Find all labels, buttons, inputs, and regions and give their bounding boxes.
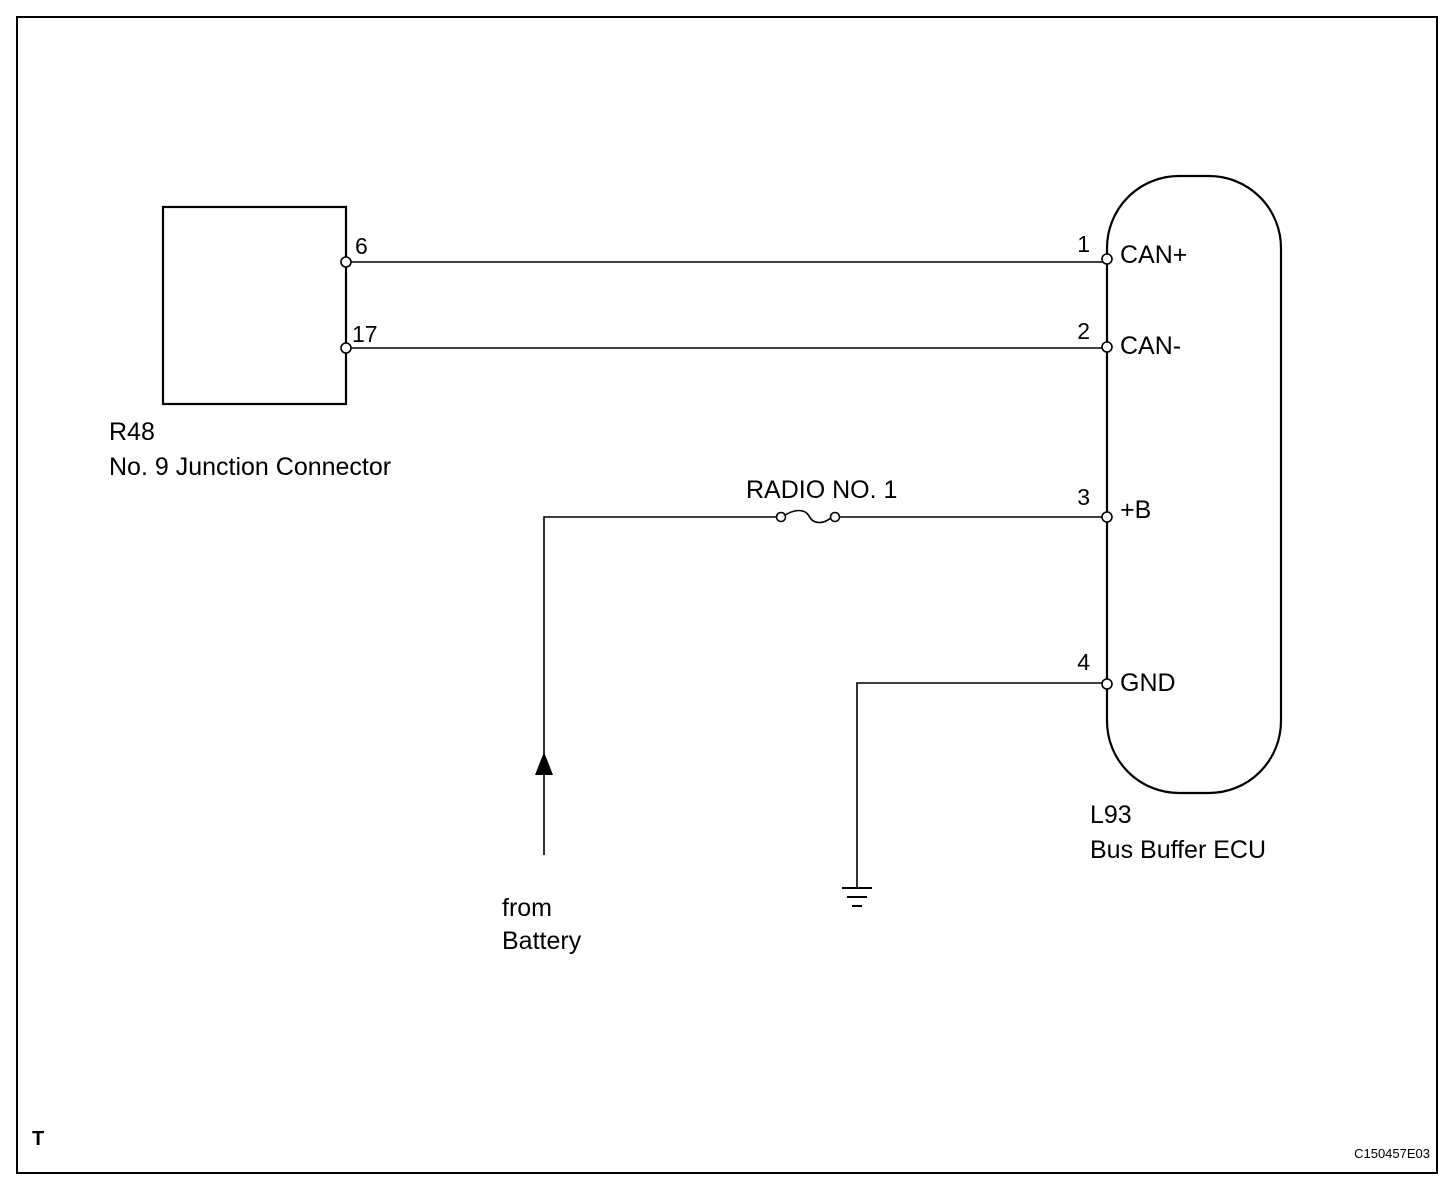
terminal-r48-17	[340, 342, 352, 354]
battery-source-line1: from	[502, 894, 552, 922]
junction-connector-code: R48	[109, 418, 155, 446]
terminal-l93-3	[1101, 511, 1113, 523]
pin-number-l93-4: 4	[1077, 649, 1090, 675]
figure-id: C150457E03	[1354, 1146, 1430, 1161]
pin-number-l93-3: 3	[1077, 484, 1090, 510]
signal-label-power: +B	[1120, 496, 1151, 524]
terminal-l93-4	[1101, 678, 1113, 690]
battery-arrow-icon	[535, 752, 553, 775]
corner-mark: T	[32, 1128, 44, 1150]
ground-icon	[842, 887, 872, 907]
wire-ground	[856, 682, 1107, 887]
pin-label-r48-6: 6	[355, 233, 368, 259]
terminal-l93-2	[1101, 341, 1113, 353]
signal-label-can-low: CAN-	[1120, 332, 1181, 360]
terminal-l93-1	[1101, 253, 1113, 265]
junction-connector-box	[161, 205, 348, 406]
bus-buffer-ecu-box	[1105, 174, 1283, 795]
battery-source-line2: Battery	[502, 927, 582, 955]
signal-label-ground: GND	[1120, 669, 1176, 697]
signal-label-can-high: CAN+	[1120, 241, 1187, 269]
ecu-code: L93	[1090, 801, 1132, 829]
terminal-r48-6	[340, 256, 352, 268]
pin-label-r48-17: 17	[352, 321, 378, 347]
pin-number-l93-1: 1	[1077, 231, 1090, 257]
pin-number-l93-2: 2	[1077, 318, 1090, 344]
diagram-frame	[16, 16, 1438, 1174]
wire-battery-feed	[543, 516, 778, 855]
fuse-icon	[775, 509, 841, 524]
junction-connector-name: No. 9 Junction Connector	[109, 453, 391, 481]
fuse-label: RADIO NO. 1	[746, 476, 897, 504]
ecu-name: Bus Buffer ECU	[1090, 836, 1266, 864]
